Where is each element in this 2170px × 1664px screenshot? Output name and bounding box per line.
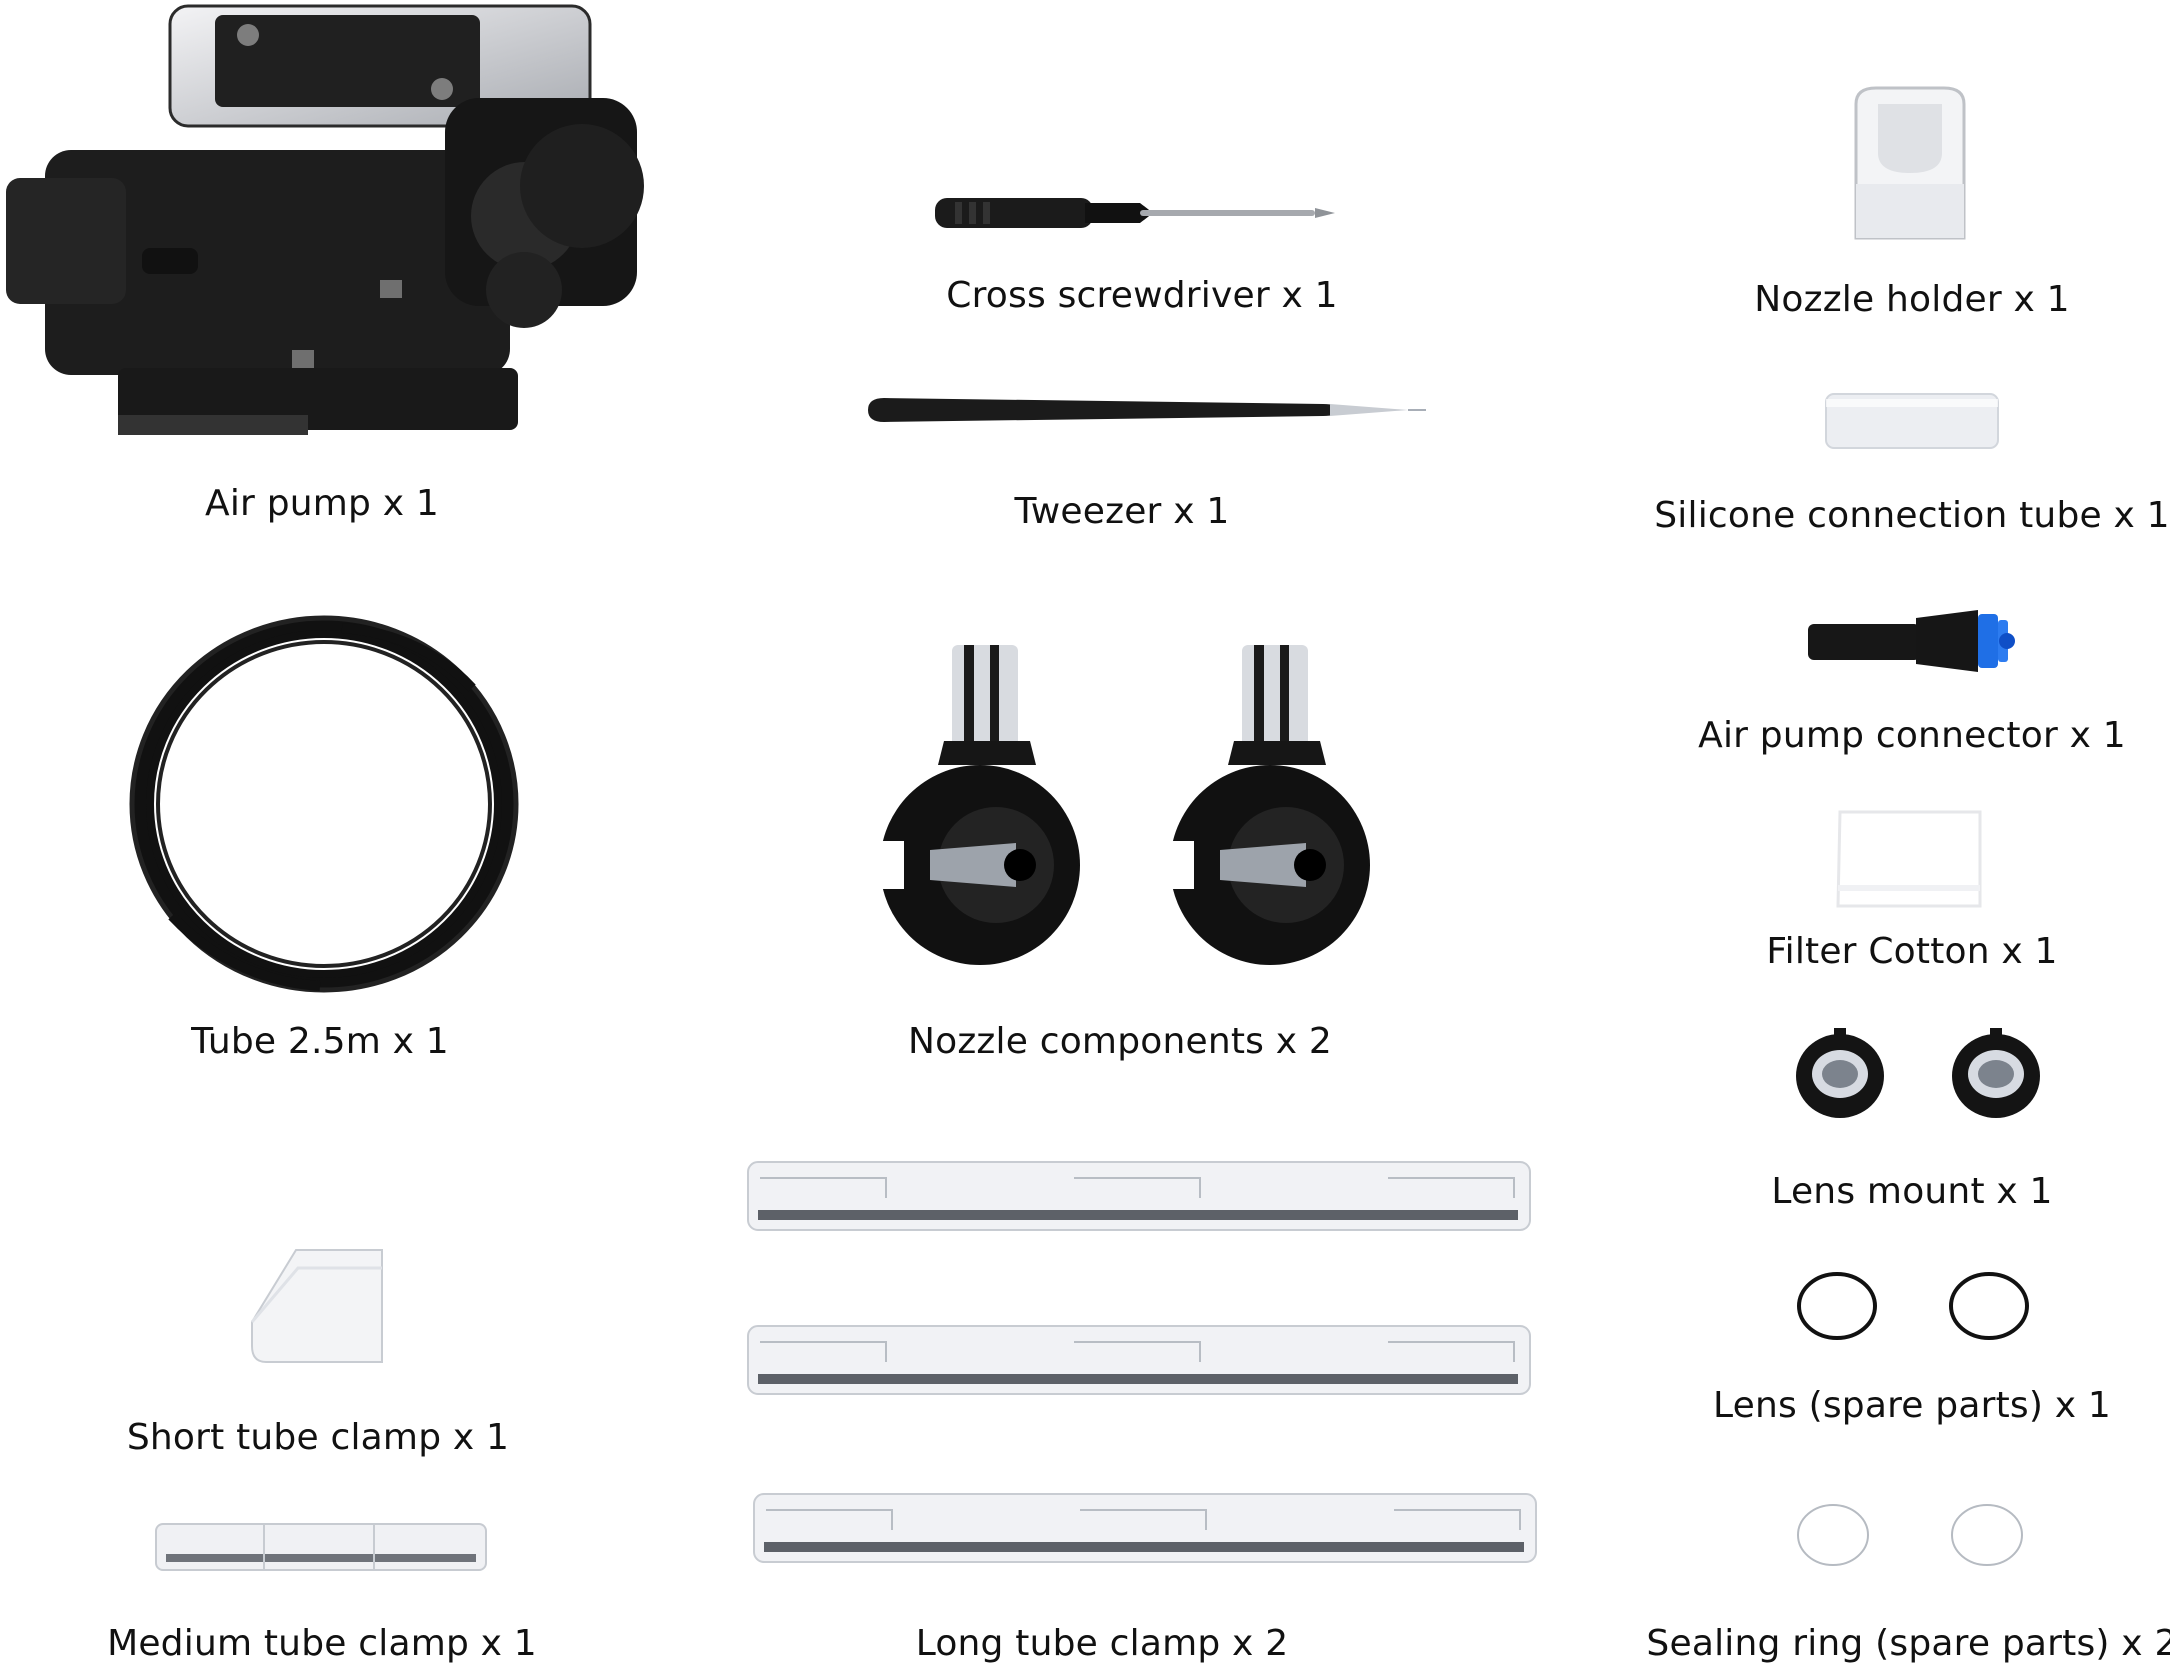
sealing-ring-label: Sealing ring (spare parts) x 2 (1646, 1623, 2170, 1664)
short-tube-clamp-icon (250, 1249, 383, 1363)
screwdriver-icon (935, 198, 1335, 228)
tweezer-label: Tweezer x 1 (1014, 491, 1230, 532)
nozzle-component-icon (880, 645, 1080, 965)
lens-spare-parts-label: Lens (spare parts) x 1 (1712, 1385, 2112, 1426)
lens-mount-label: Lens mount x 1 (1771, 1171, 2053, 1212)
sealing-ring-icon (1797, 1504, 1869, 1566)
medium-tube-clamp-label: Medium tube clamp x 1 (107, 1623, 537, 1664)
tweezer-icon (868, 398, 1426, 422)
lens-mount-icon (1952, 1028, 2040, 1118)
silicone-tube-icon (1825, 393, 1999, 449)
nozzle-components-label: Nozzle components x 2 (907, 1021, 1333, 1062)
long-tube-clamp-label: Long tube clamp x 2 (915, 1623, 1289, 1664)
medium-tube-clamp-icon (155, 1523, 487, 1571)
silicone-tube-label: Silicone connection tube x 1 (1654, 495, 2170, 536)
long-tube-clamp-icon (753, 1493, 1537, 1563)
nozzle-holder-icon (1854, 86, 1966, 240)
long-tube-clamp-icon (747, 1161, 1531, 1231)
short-tube-clamp-label: Short tube clamp x 1 (126, 1417, 510, 1458)
cross-screwdriver-label: Cross screwdriver x 1 (946, 275, 1338, 316)
air-pump-connector-icon (1808, 610, 2015, 672)
coiled-tube-icon (129, 615, 519, 993)
air-pump-connector-label: Air pump connector x 1 (1698, 715, 2126, 756)
lens-icon (1949, 1272, 2029, 1340)
filter-cotton-icon (1836, 810, 1982, 908)
nozzle-holder-label: Nozzle holder x 1 (1754, 279, 2070, 320)
lens-mount-icon (1796, 1028, 1884, 1118)
lens-icon (1797, 1272, 1877, 1340)
air-pump-label: Air pump x 1 (205, 483, 439, 524)
filter-cotton-label: Filter Cotton x 1 (1766, 931, 2058, 972)
tube-label: Tube 2.5m x 1 (191, 1021, 449, 1062)
air-pump-icon (6, 4, 644, 435)
long-tube-clamp-icon (747, 1325, 1531, 1395)
nozzle-component-icon (1170, 645, 1370, 965)
sealing-ring-icon (1951, 1504, 2023, 1566)
